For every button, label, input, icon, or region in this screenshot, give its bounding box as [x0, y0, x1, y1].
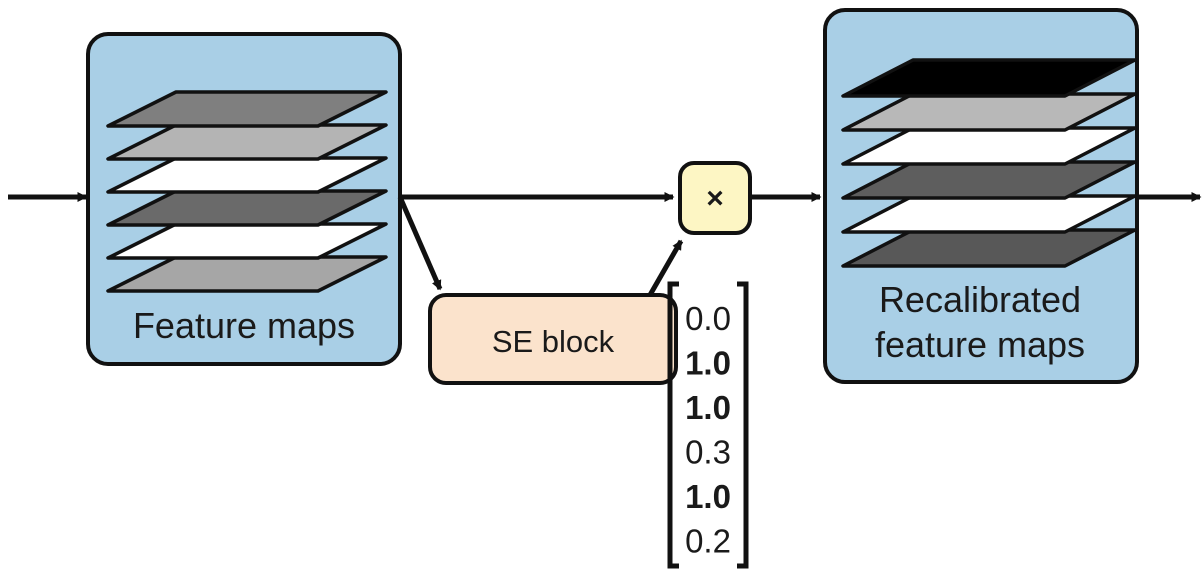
feature-map-layer [106, 189, 388, 227]
scale-value: 0.2 [685, 523, 731, 560]
feature-map-layer [106, 90, 388, 128]
feature-map-layer [106, 222, 388, 260]
feature-map-layers [106, 90, 388, 293]
se-block-box [428, 293, 678, 385]
recalibrated-map-layer [841, 194, 1137, 234]
feature-maps-label: Feature maps [133, 305, 355, 346]
recalibrated-map-layer [841, 228, 1137, 268]
scale-value: 1.0 [685, 478, 731, 515]
multiply-icon: × [706, 182, 724, 215]
recalibrated-map-layer [841, 58, 1137, 98]
feature-map-layer [106, 255, 388, 293]
recalibrated-map-layer [841, 126, 1137, 166]
se-block-label: SE block [492, 324, 615, 359]
scale-value: 1.0 [685, 389, 731, 426]
recalibrated-label-line1: Recalibrated [879, 279, 1081, 320]
recalibrated-map-layer [841, 92, 1137, 132]
se-branch-arrow [397, 196, 443, 291]
scale-vector: 0.0 1.0 1.0 0.3 1.0 0.2 [685, 300, 731, 560]
recalibrated-map-layer [841, 160, 1137, 200]
se-output-arrow [647, 239, 684, 297]
feature-map-layer [106, 156, 388, 194]
recalibrated-map-layers [841, 58, 1137, 268]
vector-left-bracket [667, 281, 679, 569]
vector-right-bracket [737, 281, 749, 569]
feature-map-layer [106, 123, 388, 161]
scale-value: 1.0 [685, 345, 731, 382]
scale-value: 0.0 [685, 300, 731, 337]
recalibrated-label-line2: feature maps [875, 324, 1085, 365]
scale-value: 0.3 [685, 434, 731, 471]
